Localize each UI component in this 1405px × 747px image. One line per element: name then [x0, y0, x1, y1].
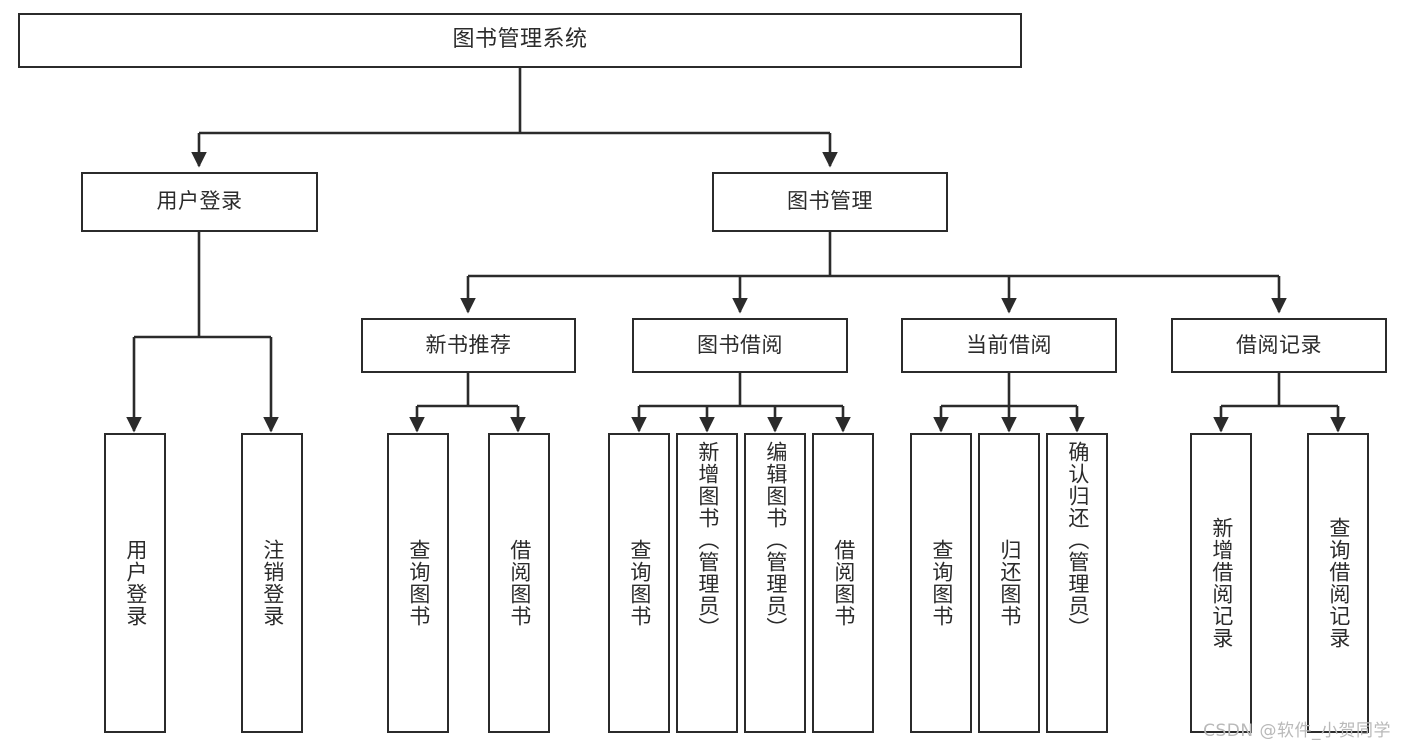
leaf-current-borrow-query-book[interactable]: 查询图书 [910, 433, 972, 733]
node-borrow-record[interactable]: 借阅记录 [1171, 318, 1387, 373]
node-label: 归还图书 [997, 539, 1022, 627]
leaf-borrow-record-query-record[interactable]: 查询借阅记录 [1307, 433, 1369, 733]
leaf-book-borrow-edit-book[interactable]: 编辑图书（管理员） [744, 433, 806, 733]
node-book-borrow[interactable]: 图书借阅 [632, 318, 848, 373]
node-label: 查询图书 [406, 539, 431, 627]
node-label: 借阅记录 [1236, 332, 1322, 357]
leaf-user-login-logout[interactable]: 注销登录 [241, 433, 303, 733]
csdn-watermark: CSDN @软件_小贺同学 [1203, 721, 1391, 741]
leaf-new-book-query-book[interactable]: 查询图书 [387, 433, 449, 733]
leaf-current-borrow-return-book[interactable]: 归还图书 [978, 433, 1040, 733]
node-label: 借阅图书 [507, 539, 532, 627]
node-label: 图书管理系统 [452, 27, 588, 53]
node-label: 图书借阅 [697, 332, 783, 357]
node-label: 确认归还（管理员） [1065, 441, 1090, 639]
node-label: 新增图书（管理员） [695, 441, 720, 639]
leaf-borrow-record-add-record[interactable]: 新增借阅记录 [1190, 433, 1252, 733]
node-label: 当前借阅 [966, 332, 1052, 357]
node-label: 新增借阅记录 [1209, 517, 1234, 649]
node-new-book-recommend[interactable]: 新书推荐 [361, 318, 576, 373]
node-label: 查询图书 [627, 539, 652, 627]
leaf-book-borrow-add-book[interactable]: 新增图书（管理员） [676, 433, 738, 733]
node-label: 查询借阅记录 [1326, 517, 1351, 649]
node-label: 用户登录 [123, 539, 148, 627]
leaf-user-login-login[interactable]: 用户登录 [104, 433, 166, 733]
node-label: 编辑图书（管理员） [763, 441, 788, 639]
node-label: 注销登录 [260, 539, 285, 627]
node-label: 查询图书 [929, 539, 954, 627]
node-book-management[interactable]: 图书管理 [712, 172, 948, 232]
node-current-borrow[interactable]: 当前借阅 [901, 318, 1117, 373]
leaf-book-borrow-borrow-book[interactable]: 借阅图书 [812, 433, 874, 733]
node-label: 用户登录 [156, 189, 243, 214]
leaf-new-book-borrow-book[interactable]: 借阅图书 [488, 433, 550, 733]
node-label: 图书管理 [787, 189, 873, 214]
node-user-login[interactable]: 用户登录 [81, 172, 318, 232]
node-root-book-management-system[interactable]: 图书管理系统 [18, 13, 1022, 68]
node-label: 借阅图书 [831, 539, 856, 627]
leaf-current-borrow-confirm-return[interactable]: 确认归还（管理员） [1046, 433, 1108, 733]
node-label: 新书推荐 [425, 332, 512, 357]
leaf-book-borrow-query-book[interactable]: 查询图书 [608, 433, 670, 733]
